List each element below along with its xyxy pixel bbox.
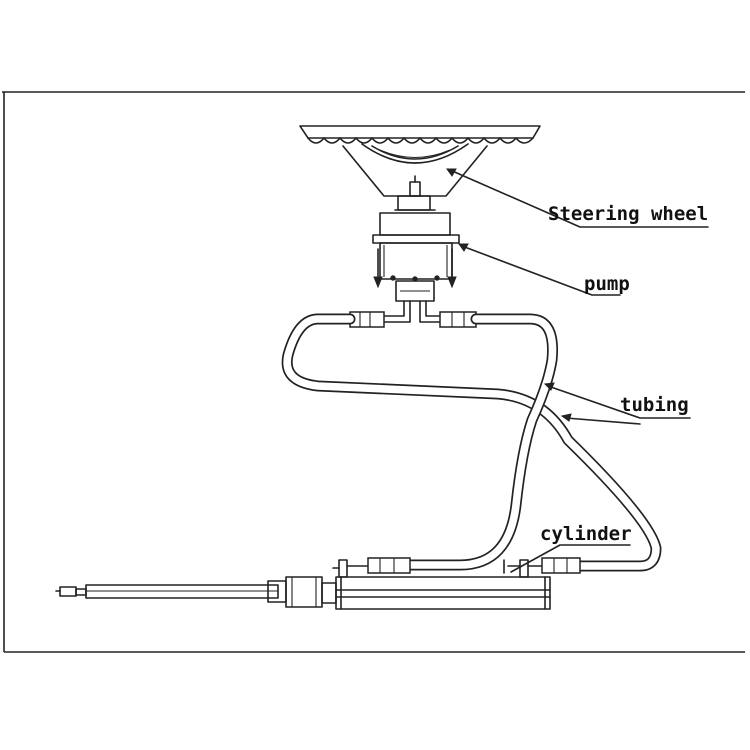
label-tubing: tubing bbox=[620, 394, 689, 416]
diagram-frame bbox=[2, 91, 745, 653]
steering-wheel bbox=[299, 125, 541, 211]
cylinder bbox=[55, 557, 581, 610]
label-cylinder: cylinder bbox=[540, 523, 632, 545]
pump bbox=[349, 212, 477, 328]
tubing bbox=[281, 313, 662, 572]
leader-lines bbox=[446, 168, 709, 573]
label-steering-wheel: Steering wheel bbox=[548, 203, 708, 225]
label-pump: pump bbox=[584, 273, 630, 295]
